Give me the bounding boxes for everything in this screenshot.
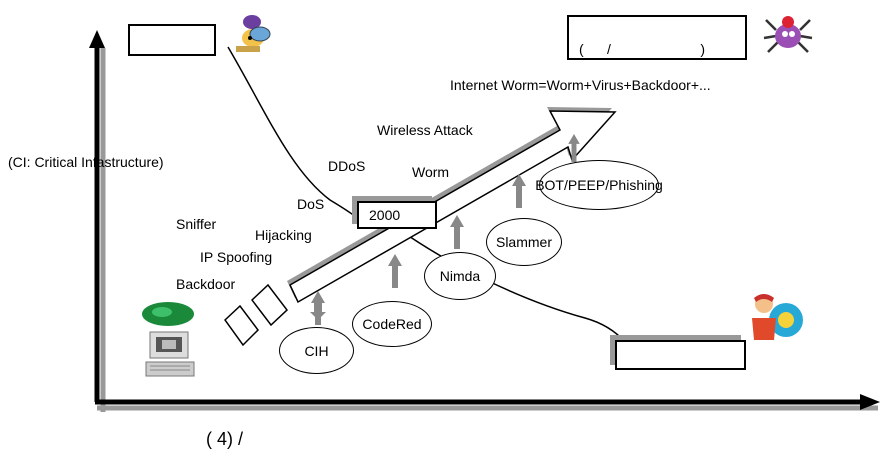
trend-arrow [289, 110, 617, 304]
ip-spoofing-label: IP Spoofing [200, 249, 273, 265]
top-right-box: ( / ) [567, 15, 747, 60]
y-axis-arrowhead [89, 30, 105, 48]
oval-nimda: Nimda [424, 252, 496, 300]
tilted-square-2 [250, 283, 289, 327]
oval-slammer: Slammer [486, 218, 562, 266]
oval-bot: BOT/PEEP/Phishing [535, 160, 663, 210]
bottom-right-box [615, 340, 746, 370]
internet-worm-label: Internet Worm=Worm+Virus+Backdoor+... [450, 77, 711, 93]
year-box: 2000 [357, 201, 437, 229]
year-box-text: 2000 [369, 207, 401, 223]
oval-cih: CIH [279, 327, 354, 374]
rising-curve [227, 46, 363, 223]
computer-globe-icon [142, 302, 195, 377]
up-arrow-bot [568, 134, 580, 162]
top-right-box-text: ( / ) [579, 41, 706, 57]
worm-label: Worm [412, 164, 450, 180]
up-arrow-slammer [512, 174, 526, 208]
bug-icon [763, 16, 813, 53]
tilted-square-1 [224, 304, 259, 347]
backdoor-label: Backdoor [176, 276, 236, 292]
up-arrow-nimda [450, 215, 464, 249]
ci-note-label: (CI: Critical Infastructure) [8, 154, 164, 170]
top-left-box [128, 24, 216, 56]
caption: ( 4) / [206, 429, 244, 449]
wireless-attack-label: Wireless Attack [377, 122, 473, 138]
ddos-label: DDoS [328, 158, 366, 174]
falling-curve [399, 229, 626, 343]
user-computer-icon [752, 294, 803, 340]
sniffer-label: Sniffer [176, 216, 217, 232]
hacker-icon [236, 15, 271, 52]
up-arrow-codered [388, 254, 402, 288]
hijacking-label: Hijacking [255, 227, 312, 243]
up-arrow-cih [311, 291, 325, 325]
x-axis-arrowhead [860, 394, 880, 410]
dos-label: DoS [297, 196, 325, 212]
oval-codered: CodeRed [352, 301, 432, 347]
